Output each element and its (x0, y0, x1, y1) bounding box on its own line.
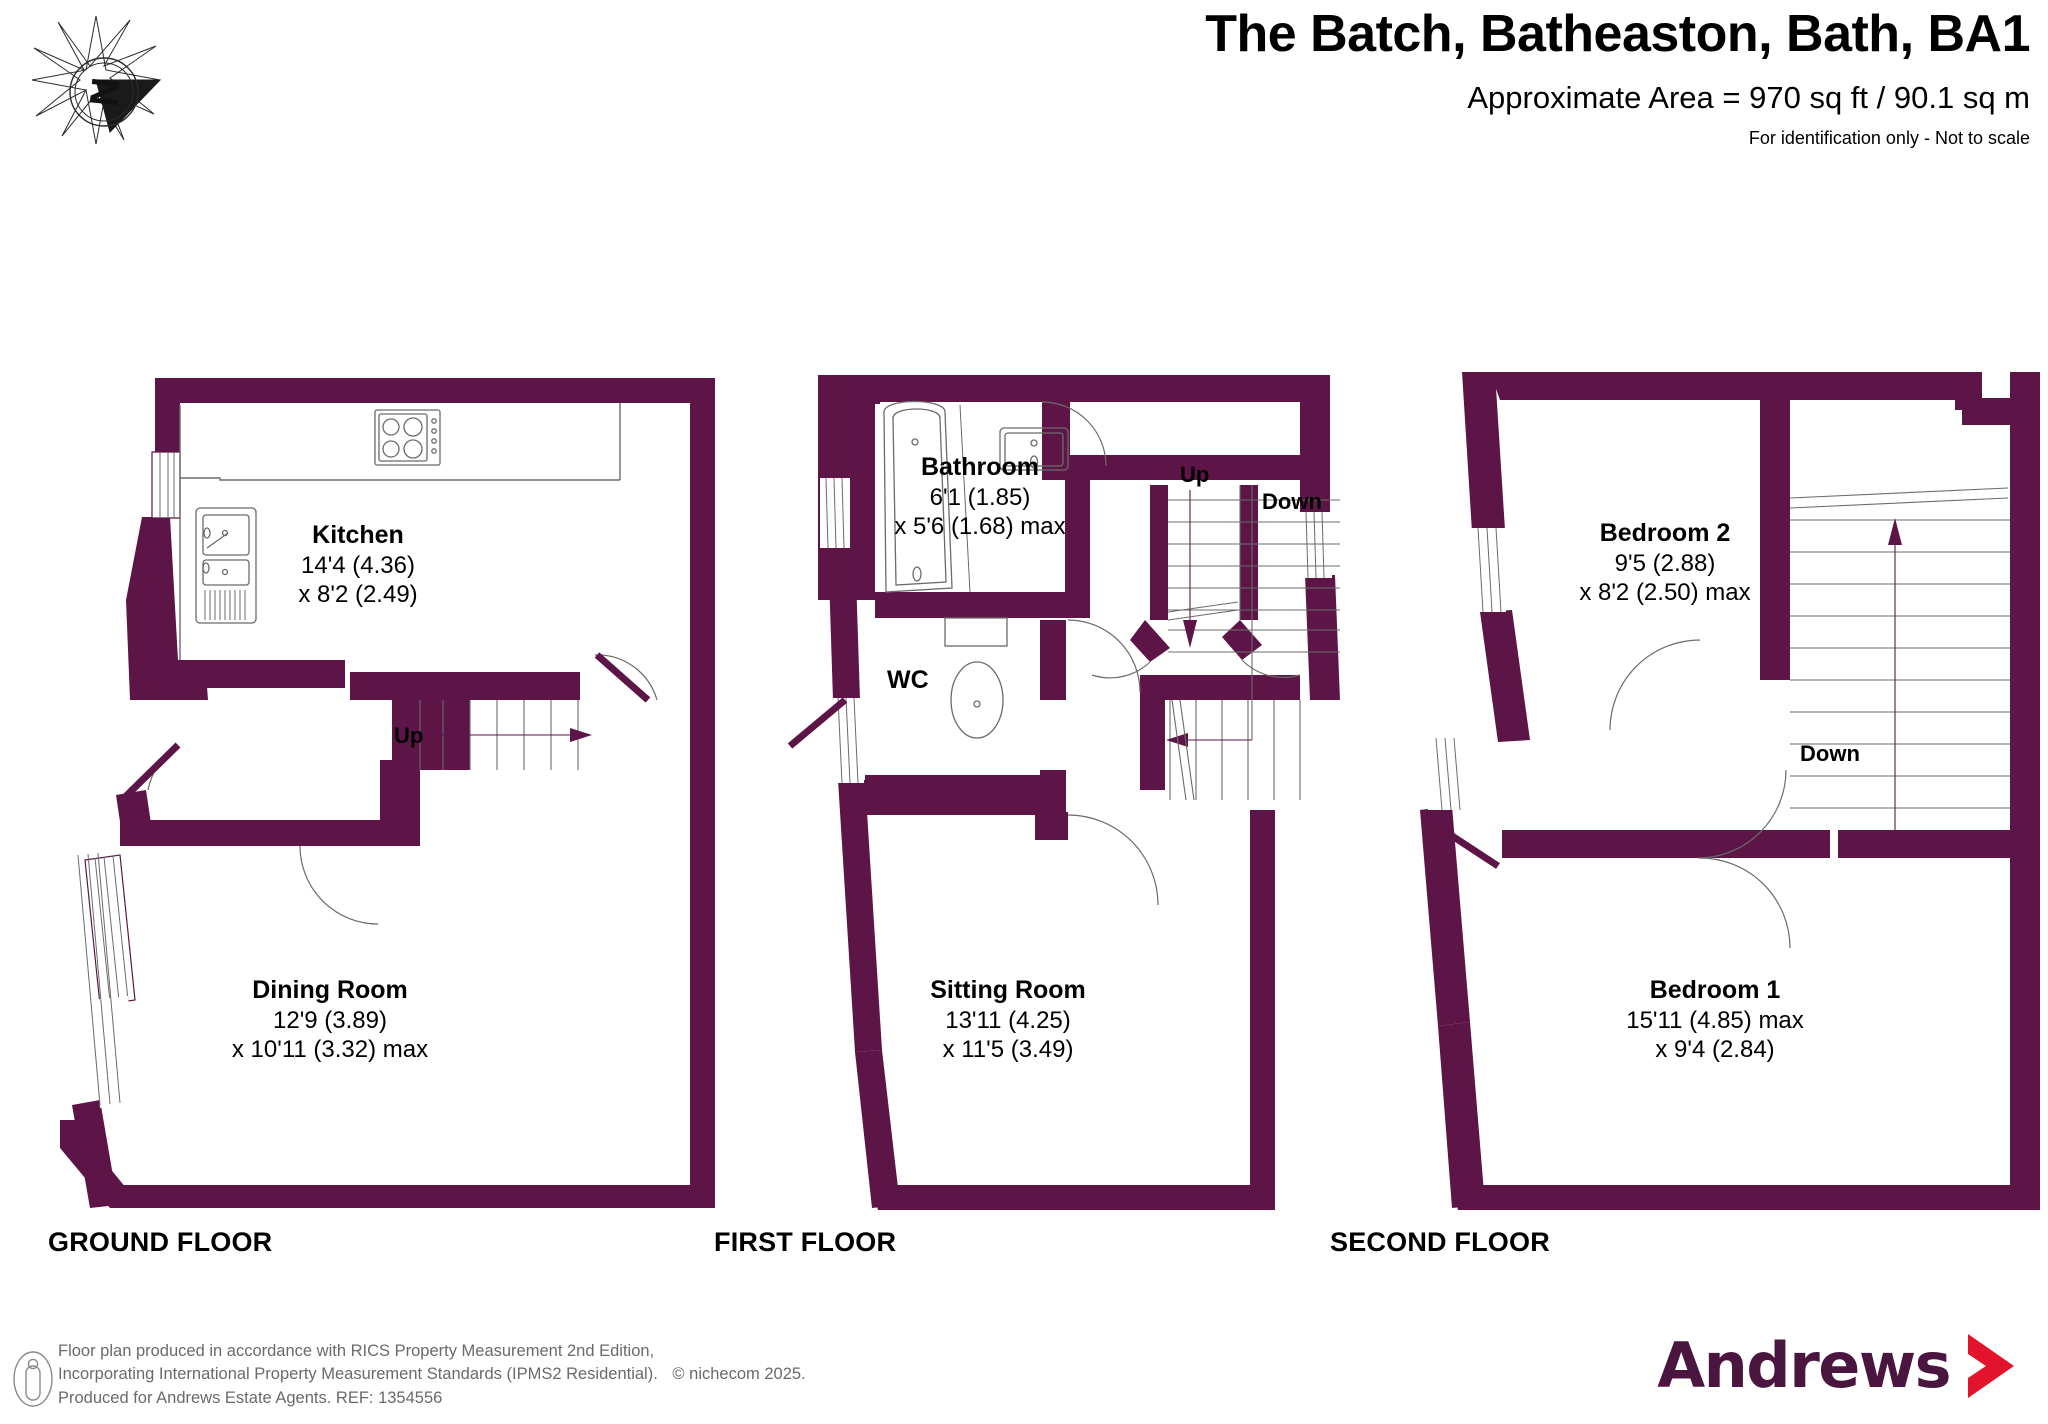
ground-floor-door-leaves (119, 652, 651, 803)
footer-line-1: Floor plan produced in accordance with R… (58, 1341, 655, 1360)
room-dim-2: x 9'4 (2.84) (1655, 1035, 1775, 1063)
second-floor-windows (1428, 528, 1506, 810)
second-floor-walls (1420, 372, 2040, 1210)
ground-floor-window-mullions (77, 852, 121, 1106)
compass-rose: N (18, 8, 168, 158)
room-dim-1: 13'11 (4.25) (945, 1006, 1071, 1034)
room-dim-2: x 8'2 (2.49) (298, 580, 418, 608)
page-title: The Batch, Batheaston, Bath, BA1 (1205, 5, 2030, 63)
room-label-kitchen: Kitchen 14'4 (4.36) x 8'2 (2.49) (248, 520, 468, 609)
stair-label-second-down: Down (1800, 741, 1860, 766)
wc-toilet-icon (944, 617, 1008, 739)
hob-icon (374, 409, 441, 466)
second-floor-doors (1609, 639, 1791, 949)
room-label-wc: WC (887, 666, 929, 694)
room-label-bedroom-1: Bedroom 1 15'11 (4.85) max x 9'4 (2.84) (1545, 975, 1885, 1064)
person-measure-icon (12, 1350, 54, 1408)
ground-floor-doors (147, 654, 658, 925)
second-floor-plan (1420, 372, 2040, 1210)
room-name: Sitting Room (930, 976, 1086, 1004)
approximate-area: Approximate Area = 970 sq ft / 90.1 sq m (1467, 80, 2030, 116)
room-dim-2: x 8'2 (2.50) max (1579, 578, 1751, 606)
footer-line-2-standards: Incorporating International Property Mea… (58, 1365, 658, 1384)
room-name: Bedroom 1 (1649, 976, 1781, 1004)
sink-icon (195, 507, 257, 624)
footer-copyright: © nichecom 2025. (672, 1365, 806, 1384)
stair-label-first-up: Up (1180, 462, 1210, 487)
first-floor-stairs (1166, 485, 1340, 801)
room-label-bathroom: Bathroom 6'1 (1.85) x 5'6 (1.68) max (835, 452, 1125, 541)
footer-disclaimer: Floor plan produced in accordance with R… (58, 1340, 806, 1410)
stair-label-first-down: Down (1262, 489, 1322, 514)
floor-caption-first: FIRST FLOOR (714, 1227, 897, 1257)
andrews-logo: Andrews (1657, 1329, 2022, 1402)
ground-floor-wall-shape (72, 378, 715, 1208)
room-name: Bedroom 2 (1599, 519, 1731, 547)
room-label-sitting-room: Sitting Room 13'11 (4.25) x 11'5 (3.49) (828, 975, 1188, 1064)
stair-label-ground-up: Up (394, 723, 424, 748)
room-name: Kitchen (312, 521, 404, 549)
ground-floor-stairs (400, 700, 592, 770)
second-floor-window-mullions (1435, 527, 1502, 811)
brand-name: Andrews (1657, 1329, 1951, 1402)
room-label-dining-room: Dining Room 12'9 (3.89) x 10'11 (3.32) m… (160, 975, 500, 1064)
footer-line-3: Produced for Andrews Estate Agents. REF:… (58, 1388, 443, 1407)
footer-line-2: Incorporating International Property Mea… (58, 1363, 806, 1386)
plan-header: The Batch, Batheaston, Bath, BA1 Approxi… (930, 0, 2030, 149)
room-label-bedroom-2: Bedroom 2 9'5 (2.88) x 8'2 (2.50) max (1500, 518, 1830, 607)
second-floor-door-leaves (1438, 825, 1500, 869)
ground-floor-walls (60, 378, 715, 1208)
plan-disclaimer: For identification only - Not to scale (1748, 128, 2030, 149)
ground-floor-plan (60, 378, 715, 1208)
room-dim-1: 14'4 (4.36) (301, 551, 415, 579)
chevron-right-icon (1968, 1333, 2014, 1398)
first-floor-door-leaves (787, 697, 848, 749)
room-dim-1: 15'11 (4.85) max (1626, 1006, 1804, 1034)
room-dim-2: x 10'11 (3.32) max (231, 1035, 429, 1063)
floor-caption-ground: GROUND FLOOR (48, 1227, 273, 1257)
room-dim-1: 6'1 (1.85) (929, 483, 1031, 511)
room-dim-2: x 11'5 (3.49) (942, 1035, 1074, 1063)
room-dim-1: 9'5 (2.88) (1614, 549, 1716, 577)
room-name: Bathroom (920, 453, 1040, 481)
room-name: Dining Room (252, 976, 408, 1004)
room-dim-1: 12'9 (3.89) (273, 1006, 387, 1034)
room-dim-2: x 5'6 (1.68) max (894, 512, 1066, 540)
floor-caption-second: SECOND FLOOR (1330, 1227, 1550, 1257)
compass-north-letter: N (81, 75, 128, 108)
